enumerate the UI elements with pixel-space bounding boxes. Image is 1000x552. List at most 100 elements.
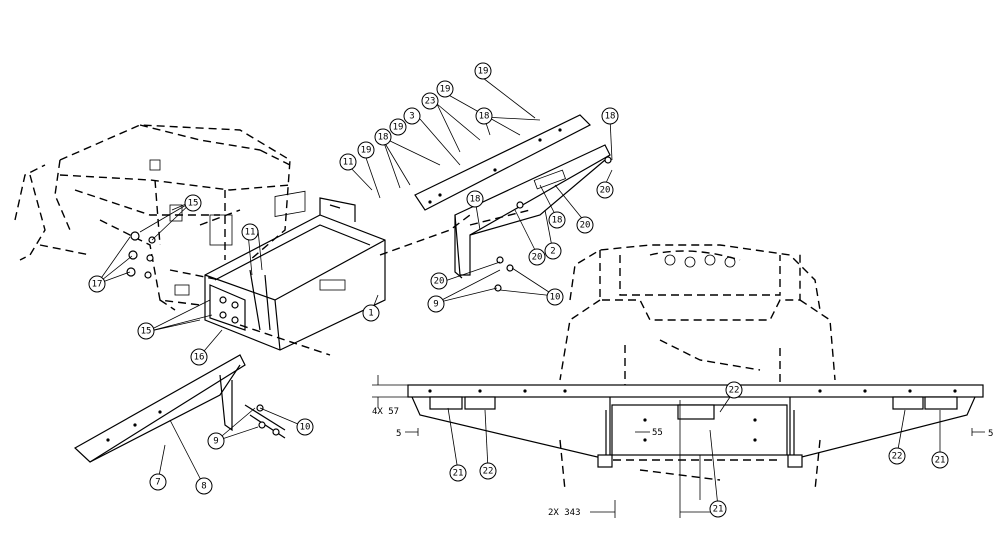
callout-16: 16: [190, 348, 208, 366]
callout-label: 2: [550, 247, 555, 257]
callout-8: 8: [195, 477, 213, 495]
callout-label: 22: [729, 386, 740, 396]
callout-label: 3: [409, 112, 414, 122]
callout-label: 10: [300, 423, 311, 433]
callout-20: 20: [430, 272, 448, 290]
callout-circle: [548, 211, 566, 229]
callout-20: 20: [596, 181, 614, 199]
callout-label: 21: [453, 469, 464, 479]
callout-circle: [190, 348, 208, 366]
callout-23: 23: [421, 92, 439, 110]
dim-4x57: 4X 57: [372, 407, 399, 417]
callout-9: 9: [427, 295, 445, 313]
callout-circle: [296, 418, 314, 436]
callout-circle: [339, 153, 357, 171]
dimension-lines: [372, 375, 985, 518]
dim-55: 55: [652, 428, 663, 438]
callout-label: 19: [440, 85, 451, 95]
callout-18: 18: [475, 107, 493, 125]
callout-label: 7: [155, 478, 160, 488]
callout-18: 18: [548, 211, 566, 229]
callout-label: 18: [479, 112, 490, 122]
callout-label: 10: [550, 293, 561, 303]
callout-10: 10: [296, 418, 314, 436]
callout-label: 23: [425, 97, 436, 107]
callout-22: 22: [888, 447, 906, 465]
callout-18: 18: [466, 190, 484, 208]
callout-circle: [389, 118, 407, 136]
callout-circle: [596, 181, 614, 199]
part-1-box-frame: [204, 190, 386, 351]
callout-label: 15: [141, 327, 152, 337]
callout-label: 21: [713, 505, 724, 515]
callout-10: 10: [546, 288, 564, 306]
callout-label: 22: [483, 467, 494, 477]
callout-label: 15: [188, 199, 199, 209]
callout-circle: [137, 322, 155, 340]
callout-circle: [184, 194, 202, 212]
callout-label: 19: [478, 67, 489, 77]
callout-label: 9: [213, 437, 218, 447]
callout-label: 16: [194, 353, 205, 363]
callout-circle: [403, 107, 421, 125]
callout-label: 21: [935, 456, 946, 466]
dimension-labels: 4X 57 5 55 5 2X 343: [372, 407, 993, 518]
callout-label: 11: [245, 228, 256, 238]
callout-21: 21: [931, 451, 949, 469]
rear-view-machine: [559, 244, 836, 491]
callout-label: 19: [393, 123, 404, 133]
callout-18: 18: [601, 107, 619, 125]
callout-label: 22: [892, 452, 903, 462]
callout-circle: [430, 272, 448, 290]
callout-circle: [374, 128, 392, 146]
dim-2x343: 2X 343: [548, 508, 581, 518]
part-2-bracket: [454, 144, 612, 292]
callout-label: 19: [361, 146, 372, 156]
callout-21: 21: [449, 464, 467, 482]
callout-label: 18: [552, 216, 563, 226]
callout-19: 19: [389, 118, 407, 136]
bolt-cluster-left: [126, 231, 156, 279]
callout-2: 2: [544, 242, 562, 260]
callout-circle: [931, 451, 949, 469]
callout-label: 20: [600, 186, 611, 196]
part-3-plate: [414, 114, 592, 211]
callout-1: 1: [362, 304, 380, 322]
callout-15: 15: [184, 194, 202, 212]
callout-label: 11: [343, 158, 354, 168]
callout-7: 7: [149, 473, 167, 491]
rear-bumper: [407, 384, 984, 468]
callout-circle: [528, 248, 546, 266]
callout-22: 22: [479, 462, 497, 480]
dim-5-left: 5: [396, 429, 401, 439]
callout-circle: [479, 462, 497, 480]
callout-label: 20: [434, 277, 445, 287]
callout-22: 22: [725, 381, 743, 399]
callout-circle: [357, 141, 375, 159]
callout-circle: [888, 447, 906, 465]
callout-15: 15: [137, 322, 155, 340]
callout-17: 17: [88, 275, 106, 293]
callout-label: 17: [92, 280, 103, 290]
callout-circle: [88, 275, 106, 293]
callout-18: 18: [374, 128, 392, 146]
callout-19: 19: [357, 141, 375, 159]
callout-label: 18: [605, 112, 616, 122]
callout-circle: [474, 62, 492, 80]
callout-19: 19: [474, 62, 492, 80]
callout-label: 18: [378, 133, 389, 143]
callout-circle: [709, 500, 727, 518]
chassis-frame: [14, 124, 291, 311]
callout-circle: [362, 304, 380, 322]
callout-circle: [241, 223, 259, 241]
callout-circle: [544, 242, 562, 260]
callout-circle: [576, 216, 594, 234]
callout-circle: [475, 107, 493, 125]
callout-20: 20: [528, 248, 546, 266]
callout-20: 20: [576, 216, 594, 234]
callout-19: 19: [436, 80, 454, 98]
dim-5-right: 5: [988, 429, 993, 439]
